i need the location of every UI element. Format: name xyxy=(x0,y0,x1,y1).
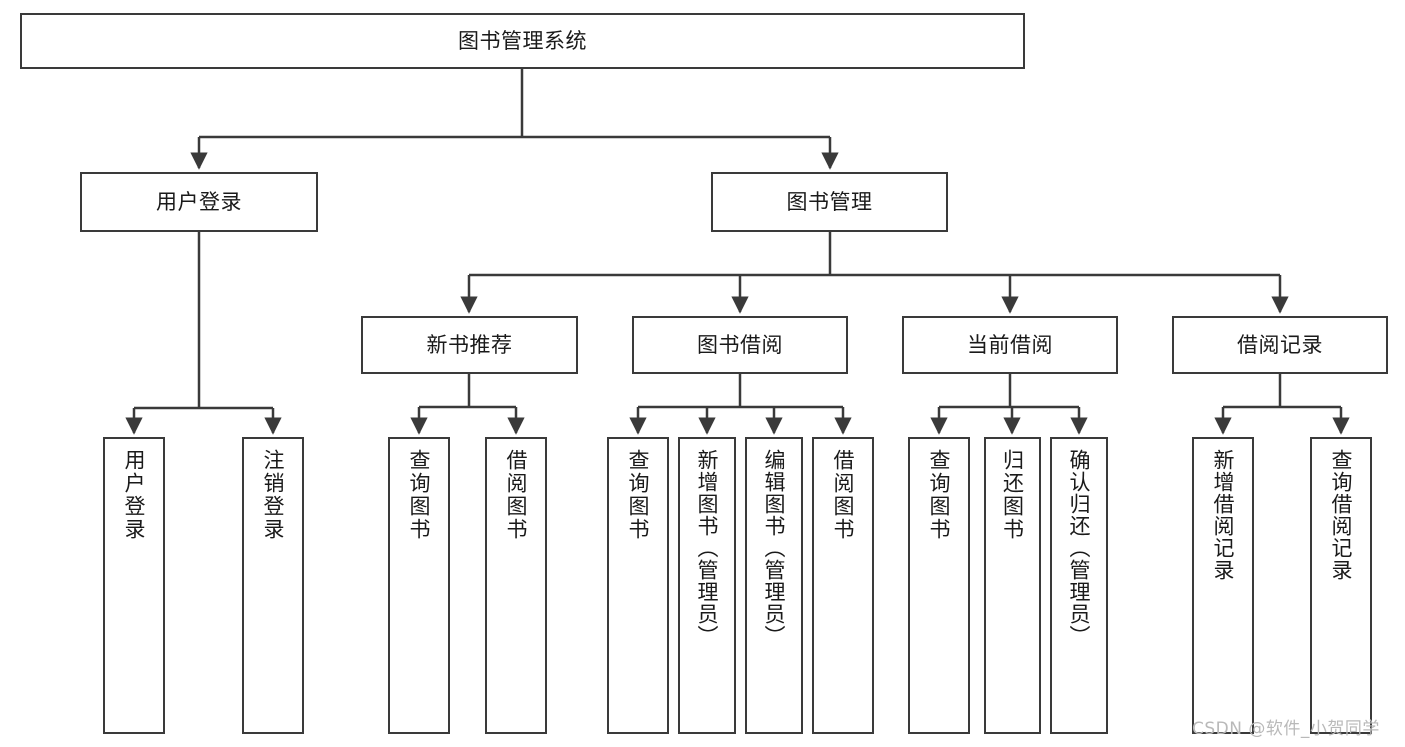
node-leaf-query-record-label: 查询借阅记录 xyxy=(1329,449,1354,581)
node-root-label: 图书管理系统 xyxy=(458,28,587,53)
node-book-manage[interactable]: 图书管理 xyxy=(711,172,948,232)
watermark: CSDN @软件_小贺同学 xyxy=(1192,719,1380,739)
node-leaf-add-book-label: 新增图书（管理员） xyxy=(695,449,720,647)
node-leaf-add-record-label: 新增借阅记录 xyxy=(1211,449,1236,581)
node-leaf-query-book-2[interactable]: 查询图书 xyxy=(607,437,669,734)
node-leaf-borrow-book-2-label: 借阅图书 xyxy=(831,449,856,541)
node-current-borrow[interactable]: 当前借阅 xyxy=(902,316,1118,374)
node-book-manage-label: 图书管理 xyxy=(786,189,873,214)
node-root[interactable]: 图书管理系统 xyxy=(20,13,1025,69)
node-leaf-query-book-1-label: 查询图书 xyxy=(407,449,432,541)
node-leaf-add-book[interactable]: 新增图书（管理员） xyxy=(678,437,736,734)
node-borrow-record[interactable]: 借阅记录 xyxy=(1172,316,1388,374)
node-leaf-user-login-label: 用户登录 xyxy=(122,449,147,541)
node-leaf-user-login[interactable]: 用户登录 xyxy=(103,437,165,734)
node-leaf-user-logout[interactable]: 注销登录 xyxy=(242,437,304,734)
node-leaf-query-book-3[interactable]: 查询图书 xyxy=(908,437,970,734)
node-leaf-add-record[interactable]: 新增借阅记录 xyxy=(1192,437,1254,734)
node-leaf-borrow-book-1-label: 借阅图书 xyxy=(504,449,529,541)
node-book-borrow[interactable]: 图书借阅 xyxy=(632,316,848,374)
node-current-borrow-label: 当前借阅 xyxy=(967,332,1053,357)
node-leaf-edit-book-label: 编辑图书（管理员） xyxy=(762,449,787,647)
node-leaf-user-logout-label: 注销登录 xyxy=(261,449,286,541)
node-leaf-borrow-book-1[interactable]: 借阅图书 xyxy=(485,437,547,734)
node-new-book-recommend-label: 新书推荐 xyxy=(426,332,513,357)
node-leaf-query-book-1[interactable]: 查询图书 xyxy=(388,437,450,734)
node-user-login[interactable]: 用户登录 xyxy=(80,172,318,232)
node-leaf-edit-book[interactable]: 编辑图书（管理员） xyxy=(745,437,803,734)
node-leaf-confirm-return[interactable]: 确认归还（管理员） xyxy=(1050,437,1108,734)
node-borrow-record-label: 借阅记录 xyxy=(1237,332,1323,357)
node-leaf-return-book[interactable]: 归还图书 xyxy=(984,437,1041,734)
node-book-borrow-label: 图书借阅 xyxy=(697,332,783,357)
node-leaf-query-book-3-label: 查询图书 xyxy=(927,449,952,541)
node-leaf-return-book-label: 归还图书 xyxy=(1000,449,1025,541)
node-new-book-recommend[interactable]: 新书推荐 xyxy=(361,316,578,374)
node-user-login-label: 用户登录 xyxy=(156,189,242,214)
node-leaf-query-book-2-label: 查询图书 xyxy=(626,449,651,541)
node-leaf-confirm-return-label: 确认归还（管理员） xyxy=(1067,449,1092,647)
node-leaf-borrow-book-2[interactable]: 借阅图书 xyxy=(812,437,874,734)
node-leaf-query-record[interactable]: 查询借阅记录 xyxy=(1310,437,1372,734)
